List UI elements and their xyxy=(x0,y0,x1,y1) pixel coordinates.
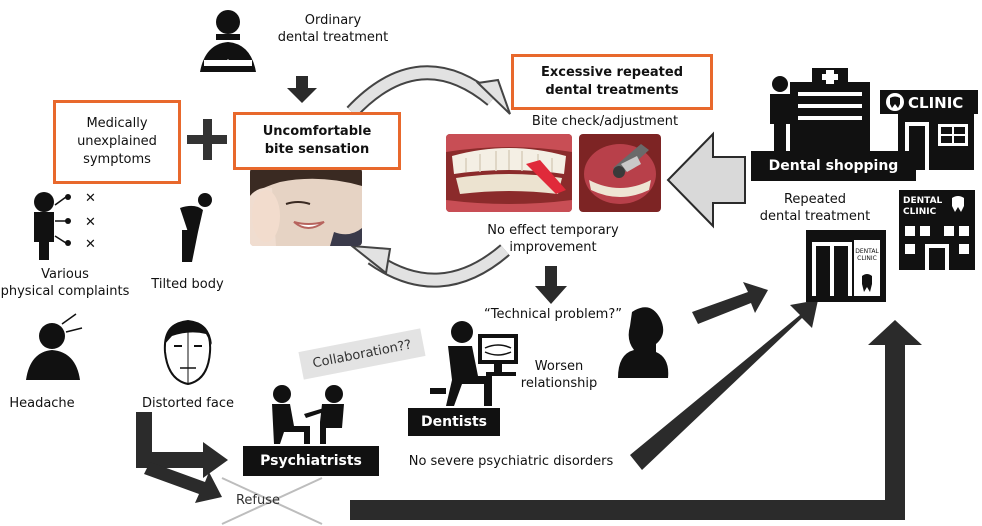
distorted-face-label: Distorted face xyxy=(142,396,234,411)
refuse-label: Refuse xyxy=(235,493,281,508)
headache-label: Headache xyxy=(9,396,75,411)
dental-shopping-return-arrow xyxy=(666,131,746,229)
ordinary-down-arrow xyxy=(287,76,317,103)
psychiatrists-label: Psychiatrists xyxy=(243,446,379,476)
bite-check-label: Bite check/adjustment xyxy=(531,114,679,129)
plus-icon xyxy=(187,119,227,160)
svg-text:✕: ✕ xyxy=(85,237,96,252)
dental-drill-photo-illustration xyxy=(579,134,661,212)
ordinary-treatment-label: Ordinary dental treatment xyxy=(277,13,389,45)
svg-text:DENTAL: DENTAL xyxy=(903,196,943,206)
headache-person-icon xyxy=(26,313,83,380)
various-complaints-label: Various physical complaints xyxy=(0,267,130,299)
teeth-photo-1 xyxy=(446,134,572,212)
svg-text:✕: ✕ xyxy=(85,191,96,206)
patient-face-photo xyxy=(250,168,362,246)
uncomfortable-bite-box: Uncomfortable bite sensation xyxy=(233,112,401,170)
repeated-treatment-label: Repeated dental treatment xyxy=(759,192,871,224)
teeth-photo-2 xyxy=(579,134,661,212)
svg-text:✕: ✕ xyxy=(85,215,96,230)
face-outline-icon xyxy=(163,320,212,386)
dentist-with-tools-icon xyxy=(200,10,256,72)
no-severe-disorders-label: No severe psychiatric disorders xyxy=(408,454,614,469)
bent-person-icon xyxy=(180,193,212,262)
dental-clinic-building-icon: DENTAL CLINIC xyxy=(899,190,975,270)
person-with-symptom-list-icon: ✕ ✕ ✕ xyxy=(34,191,96,260)
cycle-arrow-top xyxy=(346,65,511,118)
medically-unexplained-box: Medically unexplained symptoms xyxy=(53,100,181,184)
diagonal-arrow-upper xyxy=(692,282,768,324)
branch-arrow xyxy=(136,412,228,503)
cycle-arrow-bottom xyxy=(348,244,510,288)
teeth-photo-illustration xyxy=(446,134,572,212)
no-effect-down-arrow xyxy=(535,266,567,304)
patient-silhouette-icon xyxy=(618,307,669,378)
clinic-sign: CLINIC xyxy=(908,94,963,112)
worsen-relationship-label: Worsen relationship xyxy=(520,359,598,391)
small-dental-clinic-icon xyxy=(806,230,886,302)
svg-text:CLINIC: CLINIC xyxy=(903,207,937,217)
excessive-treatments-box: Excessive repeated dental treatments xyxy=(511,54,713,110)
refuse-cross-icon xyxy=(221,477,323,525)
counseling-people-icon xyxy=(272,385,344,444)
dentist-at-computer-icon xyxy=(430,321,518,406)
hospital-building-icon xyxy=(770,68,870,152)
dental-shopping-label: Dental shopping xyxy=(751,151,916,181)
small-clinic-sign: DENTAL CLINIC xyxy=(855,248,879,262)
technical-problem-label: “Technical problem?” xyxy=(484,307,622,322)
dentists-label: Dentists xyxy=(408,408,500,436)
diagonal-arrow-lower xyxy=(630,300,818,470)
face-photo-illustration xyxy=(250,168,362,246)
refuse-path-arrow xyxy=(350,320,922,520)
no-effect-label: No effect temporary improvement xyxy=(487,223,619,255)
tilted-body-label: Tilted body xyxy=(151,277,224,292)
